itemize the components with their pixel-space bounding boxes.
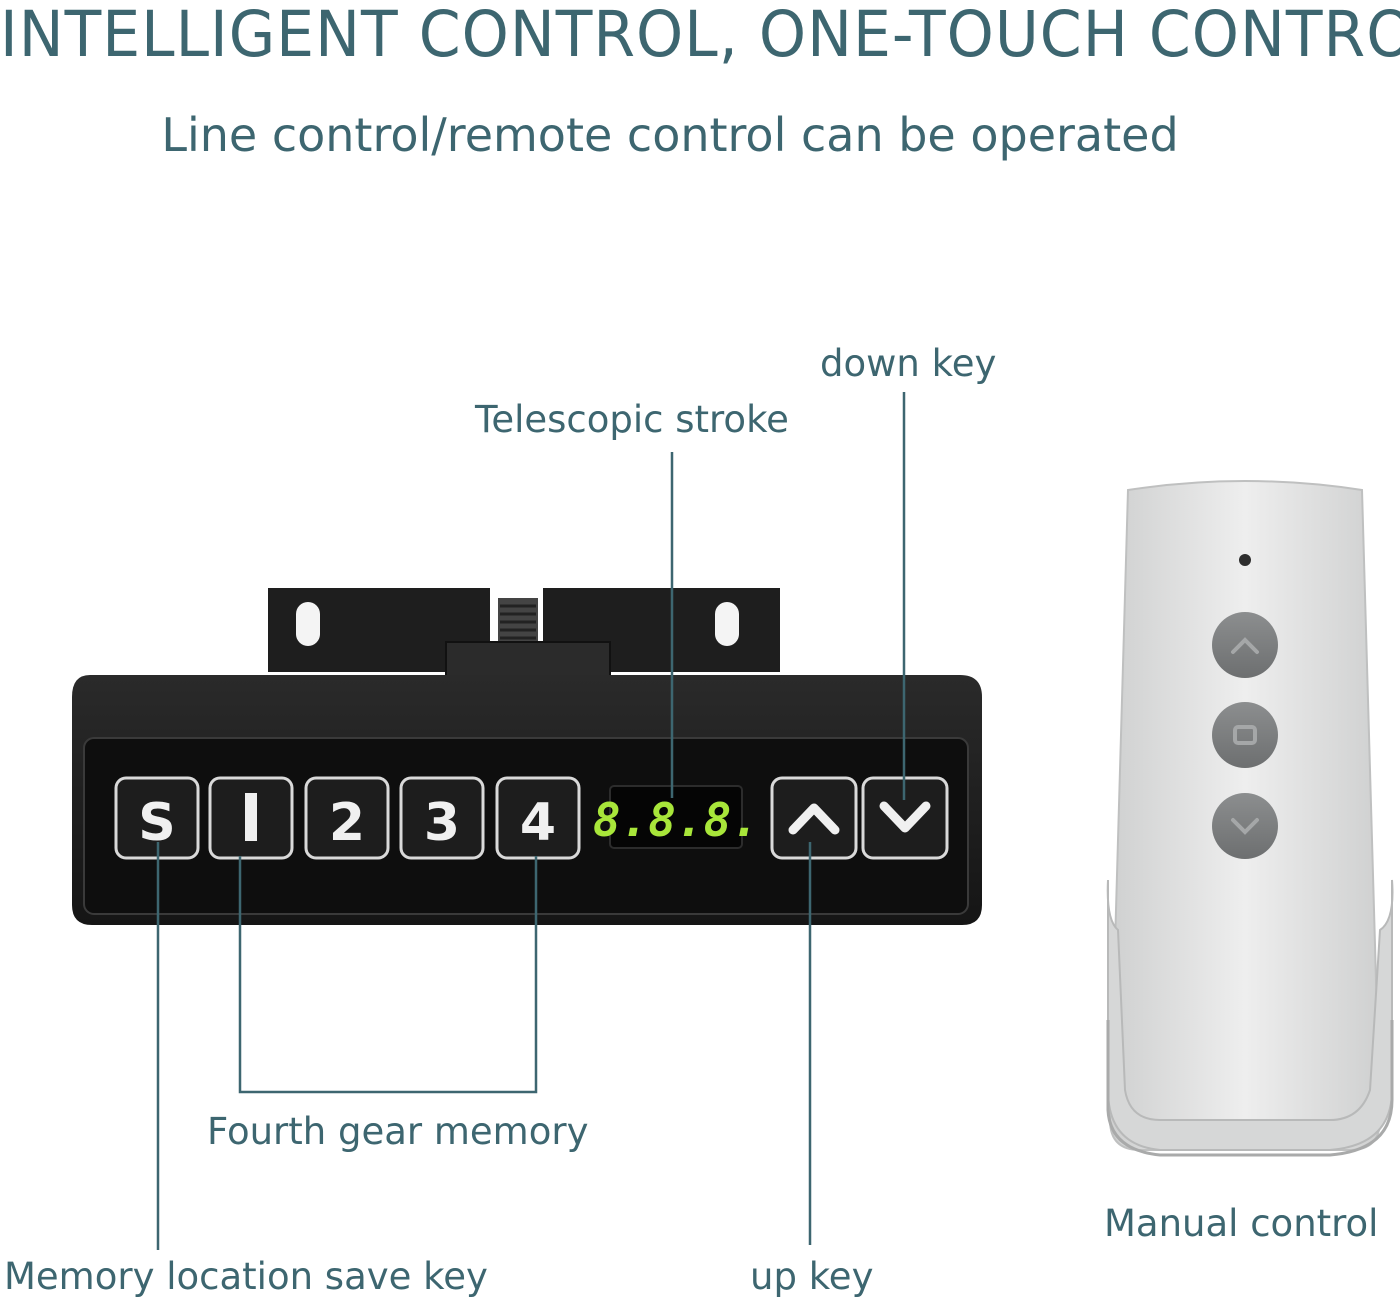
- key-4-label: 4: [520, 793, 556, 853]
- key-s[interactable]: S: [114, 776, 200, 860]
- led-display: 8.8.8.: [593, 785, 759, 849]
- display-readout: 8.8.8.: [593, 793, 759, 847]
- up-key[interactable]: [770, 776, 858, 860]
- label-down-key: down key: [820, 342, 997, 385]
- page-title: INTELLIGENT CONTROL, ONE-TOUCH CONTROL: [0, 0, 1400, 72]
- remote-up-button[interactable]: [1212, 612, 1278, 678]
- key-1[interactable]: [208, 776, 294, 860]
- chevron-up-icon: [1231, 637, 1259, 654]
- chevron-down-icon: [1231, 818, 1259, 835]
- page-subtitle: Line control/remote control can be opera…: [161, 108, 1179, 162]
- label-memory-save-key: Memory location save key: [4, 1255, 488, 1298]
- chevron-up-icon: [788, 803, 840, 835]
- remote-down-button[interactable]: [1212, 793, 1278, 859]
- chevron-down-icon: [879, 801, 931, 833]
- remote-led: [1239, 554, 1251, 566]
- key-3-label: 3: [424, 793, 460, 853]
- label-telescopic-stroke: Telescopic stroke: [475, 398, 789, 441]
- key-2-label: 2: [329, 793, 365, 853]
- label-manual-control: Manual control: [1104, 1202, 1379, 1245]
- key-1-glyph: [245, 793, 257, 841]
- mounting-bracket: [268, 588, 780, 677]
- stop-square-icon: [1233, 725, 1257, 745]
- remote-control: [1106, 480, 1394, 1157]
- key-3[interactable]: 3: [399, 776, 485, 860]
- label-fourth-gear-memory: Fourth gear memory: [207, 1110, 589, 1153]
- remote-stop-button[interactable]: [1212, 702, 1278, 768]
- key-2[interactable]: 2: [304, 776, 390, 860]
- key-4[interactable]: 4: [495, 776, 581, 860]
- label-up-key: up key: [750, 1255, 874, 1298]
- leader-lines: [156, 392, 906, 1250]
